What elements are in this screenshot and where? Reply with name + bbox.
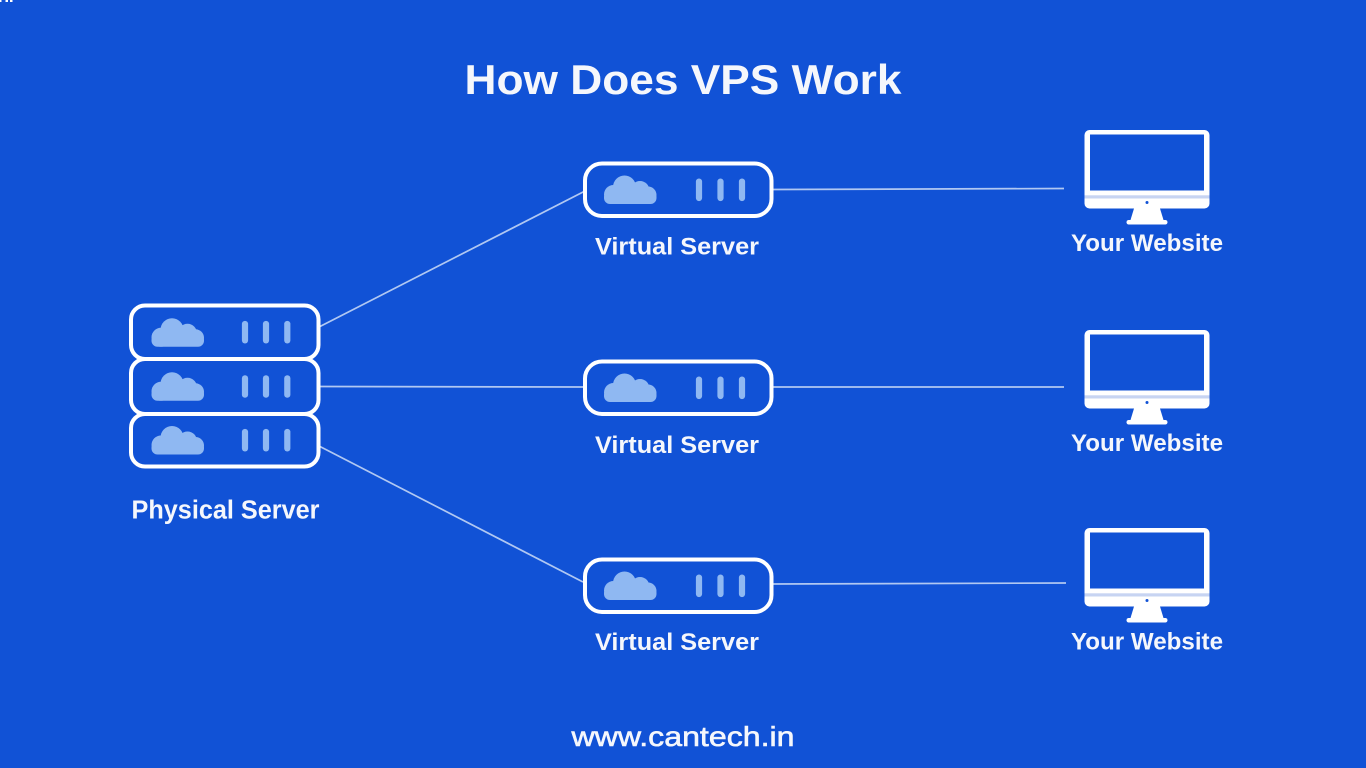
svg-text:Your Website: Your Website	[1071, 430, 1223, 457]
svg-text:Your Website: Your Website	[1071, 230, 1223, 257]
svg-text:Virtual Server: Virtual Server	[595, 629, 759, 656]
svg-text:Virtual Server: Virtual Server	[595, 432, 759, 459]
svg-text:www.cantech.in: www.cantech.in	[570, 721, 794, 752]
svg-text:How Does VPS Work: How Does VPS Work	[465, 56, 903, 103]
svg-text:Physical Server: Physical Server	[132, 497, 320, 525]
svg-text:Virtual Server: Virtual Server	[595, 234, 759, 261]
svg-text:Your Website: Your Website	[1071, 629, 1223, 656]
